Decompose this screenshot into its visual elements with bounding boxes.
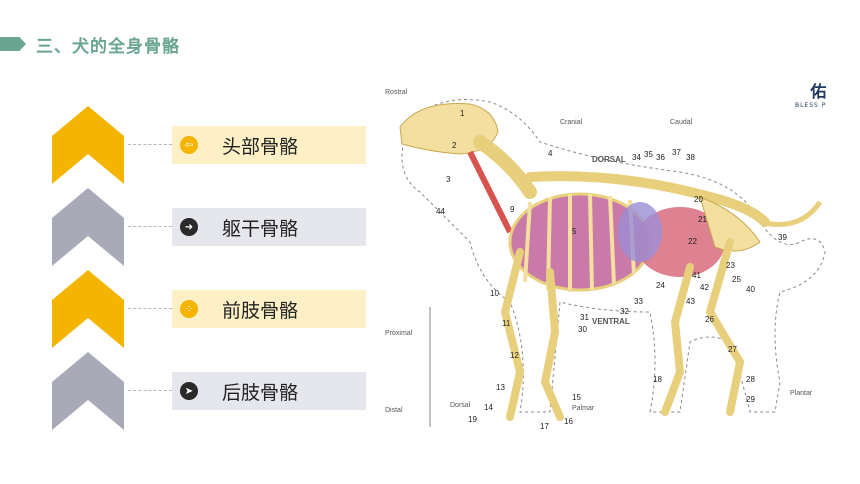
tail: [759, 200, 823, 227]
exit-icon: ⇦: [180, 136, 198, 154]
bone-number: 31: [580, 313, 589, 322]
label-palmar: Palmar: [572, 405, 595, 412]
bone-number: 39: [778, 233, 787, 242]
bone-number: 40: [746, 285, 755, 294]
bone-number: 10: [490, 289, 499, 298]
brand-logo: 佑 BLESS P: [795, 78, 826, 109]
bone-number: 21: [698, 215, 707, 224]
menu-item-hindlimb-bones[interactable]: ➤ 后肢骨骼: [52, 352, 372, 432]
label-ventral: VENTRAL: [592, 317, 630, 326]
bone-number: 18: [653, 375, 662, 384]
bone-number: 27: [728, 345, 737, 354]
logo-mark: 佑: [810, 82, 827, 101]
item-label: 后肢骨骼: [222, 381, 299, 404]
bone-number: 44: [436, 207, 445, 216]
bone-number: 35: [644, 150, 653, 159]
bone-number: 33: [634, 297, 643, 306]
trachea: [467, 150, 513, 234]
title-bar: 三、犬的全身骨骼: [0, 30, 180, 58]
bone-number: 37: [672, 148, 681, 157]
label-proximal: Proximal: [385, 330, 413, 337]
chevron-up-icon: [52, 106, 124, 184]
bone-number: 12: [510, 351, 519, 360]
item-label: 头部骨骼: [222, 135, 299, 158]
bone-number: 9: [510, 205, 515, 214]
arrow-right-icon: ➜: [180, 218, 198, 236]
label-box[interactable]: ➜ 躯干骨骼: [172, 208, 366, 246]
label-box[interactable]: ⁘ 前肢骨骼: [172, 290, 366, 328]
item-label: 前肢骨骼: [222, 299, 299, 322]
menu-item-forelimb-bones[interactable]: ⁘ 前肢骨骼: [52, 270, 372, 350]
bone-number: 28: [746, 375, 755, 384]
label-dorsal-small: Dorsal: [450, 402, 471, 409]
bone-number: 14: [484, 403, 493, 412]
bone-number: 16: [564, 417, 573, 426]
bone-number: 29: [746, 395, 755, 404]
title-marker-icon: [0, 37, 26, 51]
spine: [525, 171, 770, 227]
bone-number: 20: [694, 195, 703, 204]
label-box[interactable]: ➤ 后肢骨骼: [172, 372, 366, 410]
connector-line: [128, 226, 172, 227]
bone-number: 25: [732, 275, 741, 284]
page-title: 三、犬的全身骨骼: [36, 36, 180, 57]
dog-skeleton-diagram: Rostral Cranial Caudal DORSAL VENTRAL Pr…: [385, 89, 826, 431]
chevron-up-icon: [52, 270, 124, 348]
bone-number: 24: [656, 281, 665, 290]
bone-number: 13: [496, 383, 505, 392]
bone-number: 3: [446, 175, 451, 184]
bone-number: 36: [656, 153, 665, 162]
bone-number: 41: [692, 271, 701, 280]
hindlimb: [661, 238, 745, 416]
item-label: 躯干骨骼: [222, 217, 299, 240]
label-plantar: Plantar: [790, 390, 813, 397]
send-icon: ➤: [180, 382, 198, 400]
bone-number: 22: [688, 237, 697, 246]
label-cranial: Cranial: [560, 119, 583, 126]
stomach: [618, 202, 662, 262]
bone-number: 32: [620, 307, 629, 316]
grid-dots-icon: ⁘: [180, 300, 198, 318]
connector-line: [128, 144, 172, 145]
bone-number: 17: [540, 422, 549, 431]
menu-item-trunk-bones[interactable]: ➜ 躯干骨骼: [52, 188, 372, 268]
bone-number: 2: [452, 141, 457, 150]
bone-number: 4: [548, 149, 553, 158]
label-distal: Distal: [385, 407, 403, 414]
bone-number: 43: [686, 297, 695, 306]
menu-item-head-bones[interactable]: ⇦ 头部骨骼: [52, 106, 372, 186]
label-rostral: Rostral: [385, 89, 408, 96]
forelimb: [500, 248, 564, 421]
body-outline: [401, 99, 826, 413]
bone-number: 5: [572, 227, 577, 236]
chevron-up-icon: [52, 352, 124, 430]
chevron-up-icon: [52, 188, 124, 266]
connector-line: [128, 390, 172, 391]
label-box[interactable]: ⇦ 头部骨骼: [172, 126, 366, 164]
bone-number: 15: [572, 393, 581, 402]
bone-number: 19: [468, 415, 477, 424]
label-dorsal: DORSAL: [592, 155, 626, 164]
bone-number: 34: [632, 153, 641, 162]
bone-number: 30: [578, 325, 587, 334]
neck-vertebrae: [473, 135, 537, 199]
bone-number: 11: [502, 319, 511, 328]
bone-number: 42: [700, 283, 709, 292]
bone-number: 26: [705, 315, 714, 324]
label-caudal: Caudal: [670, 119, 693, 126]
connector-line: [128, 308, 172, 309]
bone-number: 23: [726, 261, 735, 270]
bone-number: 38: [686, 153, 695, 162]
bone-number: 1: [460, 109, 465, 118]
logo-text: BLESS P: [795, 102, 827, 109]
